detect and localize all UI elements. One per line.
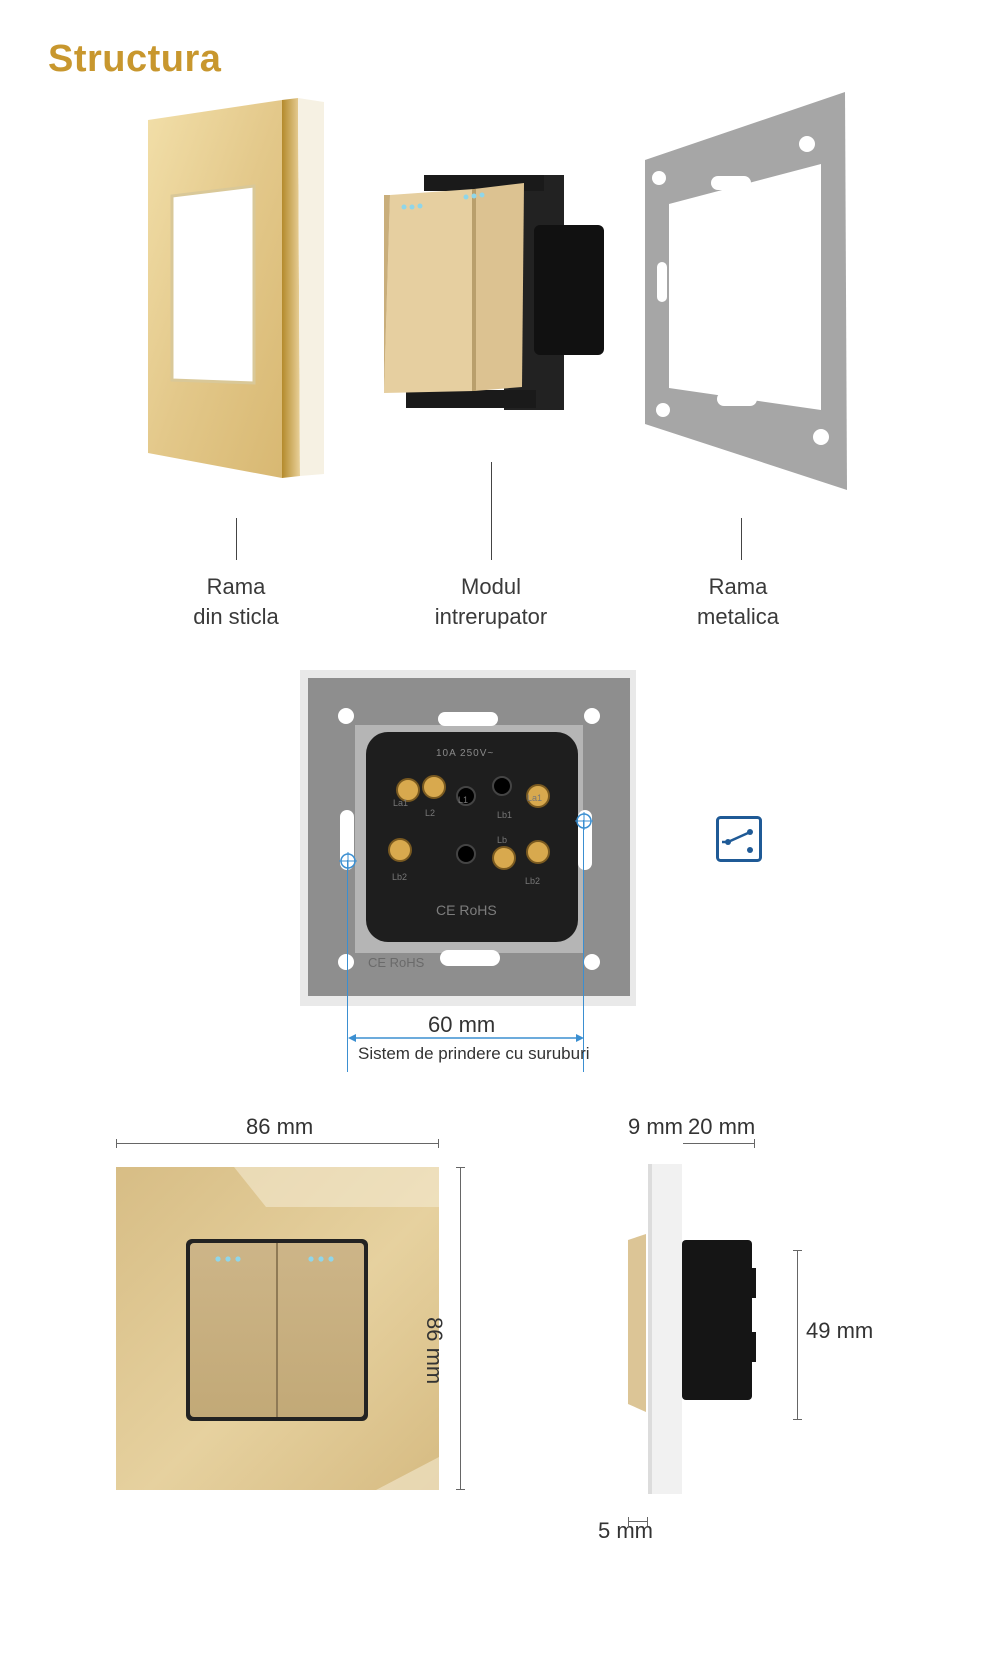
terminal-label: Lb1 [497,810,513,820]
glass-depth-label: 9 mm [628,1114,683,1139]
mount-guide-right [583,820,584,1072]
caption-line: Rama [206,574,266,599]
mount-guide-left [347,860,348,1072]
caption-line: intrerupator [434,604,548,629]
leader-line [236,518,237,560]
cert-label: CE RoHS [436,902,497,918]
caption-line: Rama [708,574,768,599]
metal-frame-image [645,92,850,490]
dimension-tick [793,1250,802,1251]
module-depth-line [683,1143,755,1144]
caption-metal-frame: Rama metalica [638,572,838,632]
leader-line [491,462,492,560]
dimension-tick [647,1517,648,1526]
terminal-label: La1 [527,793,543,803]
mount-dimension-arrow [348,1032,584,1044]
caption-line: din sticla [193,604,279,629]
terminal-label: La1 [393,798,409,808]
caption-line: metalica [697,604,779,629]
dimension-tick [754,1139,755,1148]
dimension-tick [628,1517,629,1526]
dimension-tick [116,1139,117,1148]
rating-label: 10A 250V~ [436,748,495,759]
terminal-label: Lb2 [525,876,541,886]
crosshair-icon [338,851,358,871]
width-label: 86 mm [246,1114,314,1139]
caption-line: Modul [461,574,521,599]
width-dimension-line [116,1143,439,1144]
side-view-image [628,1164,758,1494]
base-depth-label: 5 mm [598,1518,653,1543]
mount-caption: Sistem de prindere cu suruburi [358,1044,590,1063]
front-view-image [116,1167,439,1490]
dimension-tick [456,1489,465,1490]
crosshair-icon [574,811,594,831]
dimension-tick [438,1139,439,1148]
terminal-label: Lb [497,835,508,845]
back-view-image [300,670,636,1006]
terminal-label: L2 [425,808,436,818]
module-depth-label: 20 mm [688,1114,756,1139]
glass-frame-image [148,98,328,478]
leader-line [741,518,742,560]
mount-distance-label: 60 mm [428,1012,496,1037]
base-depth-line [628,1521,648,1522]
two-way-switch-icon [716,816,762,862]
caption-switch-module: Modul intrerupator [391,572,591,632]
terminal-label: Lb2 [392,872,408,882]
page-title: Structura [48,38,222,80]
height-dimension-line [460,1167,461,1490]
dimension-tick [793,1419,802,1420]
module-height-label: 49 mm [806,1318,874,1343]
terminal-label: L1 [458,795,469,805]
caption-glass-frame: Rama din sticla [136,572,336,632]
module-height-line [797,1250,798,1420]
switch-module-image [384,165,609,415]
cert-plate-label: CE RoHS [368,955,425,970]
dimension-tick [456,1167,465,1168]
height-label: 86 mm [422,1317,447,1385]
